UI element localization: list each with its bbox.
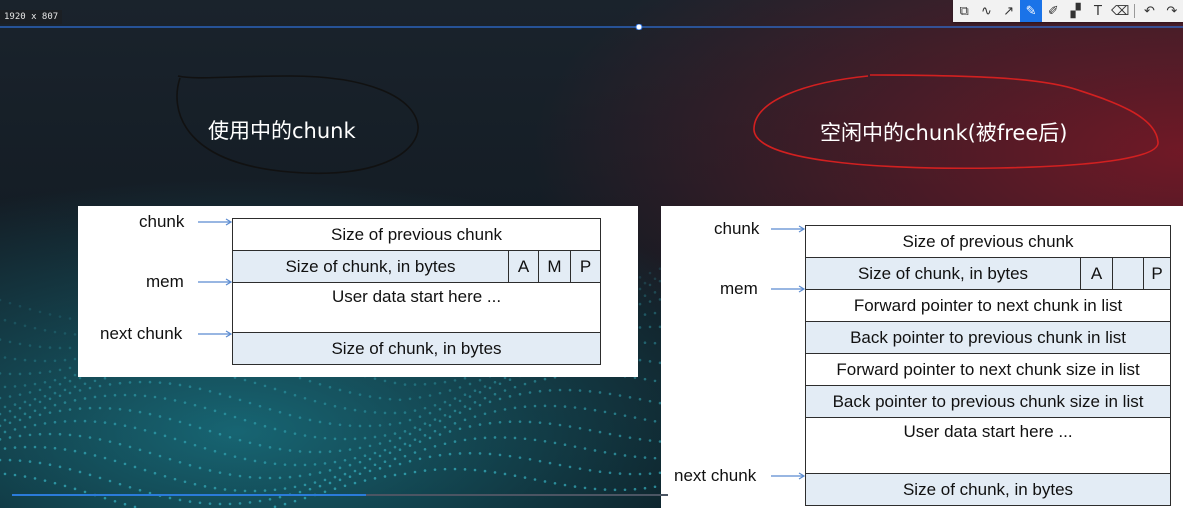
label-next-chunk: next chunk — [100, 324, 183, 343]
flag-a: A — [1080, 257, 1113, 290]
red-circle-annotation — [753, 74, 1159, 170]
right-title: 空闲中的chunk(被free后) — [820, 121, 1068, 145]
text-icon[interactable]: T — [1093, 3, 1102, 19]
row-forward-size-pointer: Forward pointer to next chunk size in li… — [804, 353, 1172, 386]
row-next-size: Size of chunk, in bytes — [231, 332, 602, 365]
black-circle-annotation — [176, 75, 419, 174]
eraser-icon[interactable]: ⌫ — [1111, 3, 1130, 19]
flag-p: P — [1142, 257, 1172, 290]
curve-icon[interactable]: ∿ — [980, 3, 992, 19]
video-progress-bar[interactable] — [12, 494, 668, 496]
left-title: 使用中的chunk — [208, 119, 356, 143]
arrow-icon[interactable]: ↗ — [1003, 3, 1015, 19]
flag-m: M — [538, 250, 571, 283]
crop-icon[interactable]: ⧉ — [959, 3, 969, 19]
row-prev-size: Size of previous chunk — [804, 225, 1172, 258]
row-forward-pointer: Forward pointer to next chunk in list — [804, 289, 1172, 322]
row-back-size-pointer: Back pointer to previous chunk size in l… — [804, 385, 1172, 418]
video-progress-fill — [12, 494, 367, 496]
row-size: Size of chunk, in bytes — [232, 250, 509, 283]
row-back-pointer: Back pointer to previous chunk in list — [804, 321, 1172, 354]
label-chunk: chunk — [714, 219, 760, 238]
right-pointer-arrows — [771, 225, 806, 480]
label-next-chunk: next chunk — [674, 466, 757, 485]
left-chunk-table: Size of previous chunk Size of chunk, in… — [231, 218, 602, 365]
label-chunk: chunk — [139, 212, 185, 231]
flag-a: A — [508, 250, 539, 283]
right-chunk-table: Size of previous chunk Size of chunk, in… — [804, 225, 1172, 506]
annotation-toolbar: ⧉ ∿ ↗ ✎ ✐ ▞ T ⌫ ↶ ↷ — [953, 0, 1183, 22]
redo-icon[interactable]: ↷ — [1166, 3, 1178, 19]
selection-guide-line — [0, 24, 1183, 30]
row-user-data: User data start here ... — [804, 417, 1172, 474]
toolbar-separator — [1134, 4, 1136, 18]
mosaic-icon[interactable]: ▞ — [1070, 3, 1081, 19]
label-mem: mem — [720, 279, 758, 298]
flag-blank — [1112, 257, 1144, 290]
marker-icon[interactable]: ✐ — [1047, 3, 1059, 19]
label-mem: mem — [146, 272, 184, 291]
pen-icon[interactable]: ✎ — [1019, 0, 1043, 22]
flag-p: P — [569, 250, 602, 283]
row-size: Size of chunk, in bytes — [805, 257, 1081, 290]
resolution-badge: 1920 x 807 — [0, 10, 63, 24]
row-next-size: Size of chunk, in bytes — [804, 473, 1172, 506]
row-prev-size: Size of previous chunk — [231, 218, 602, 251]
left-chunk-panel: chunk mem next chunk Size of previous ch… — [78, 206, 638, 377]
right-chunk-panel: chunk mem next chunk Size of previous ch… — [661, 206, 1183, 508]
row-user-data: User data start here ... — [231, 282, 602, 333]
left-pointer-arrows — [198, 218, 233, 338]
undo-icon[interactable]: ↶ — [1144, 3, 1155, 19]
